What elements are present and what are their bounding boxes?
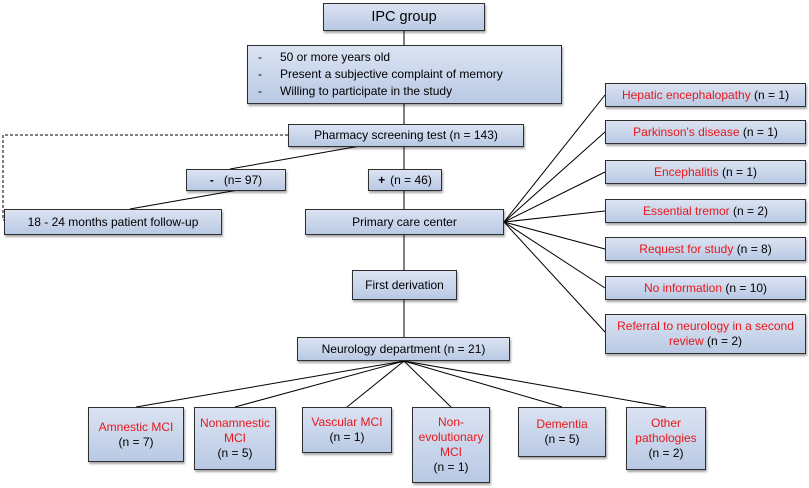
- primary-care-box: Primary care center: [305, 209, 504, 235]
- connector-primary-to-outcome-1: [503, 131, 606, 223]
- outcome-count: (n = 10): [725, 280, 768, 295]
- outcome-count: (n = 2): [733, 203, 769, 218]
- diagnosis-box-amnestic: Amnestic MCI (n = 7): [88, 407, 184, 462]
- outcome-count: (n = 1): [742, 124, 778, 139]
- connector-neurology-to-diag-0: [135, 360, 405, 408]
- diagnosis-count: (n = 1): [329, 430, 365, 444]
- diagnosis-count: (n = 2): [648, 446, 684, 460]
- pharmacy-screening-label: Pharmacy screening test (n = 143): [314, 128, 498, 142]
- outcome-count: (n = 2): [707, 334, 743, 348]
- connector-neurology-to-diag-2: [346, 360, 405, 408]
- connector-neurology-to-diag-5: [403, 360, 667, 408]
- connector-primary-to-outcome-3: [503, 210, 606, 223]
- outcome-box-parkinsons: Parkinson's disease (n = 1): [605, 120, 806, 144]
- outcome-name: Essential tremor: [642, 203, 730, 218]
- connector-primary-to-outcome-5: [503, 221, 606, 289]
- criteria-item: Present a subjective complaint of memory: [258, 66, 503, 83]
- diagnosis-box-vascular: Vascular MCI (n = 1): [302, 407, 392, 453]
- diagnosis-box-non-evolutionary: Non-evolutionary MCI (n = 1): [412, 407, 490, 483]
- outcome-count: (n = 1): [754, 87, 790, 102]
- outcome-count: (n = 1): [722, 164, 758, 179]
- first-derivation-label: First derivation: [365, 277, 444, 292]
- outcome-box-request-study: Request for study (n = 8): [605, 237, 806, 261]
- diagnosis-name: Non-evolutionary MCI: [418, 415, 484, 459]
- diagnosis-count: (n = 5): [544, 432, 580, 446]
- negative-result-box: - (n= 97): [186, 169, 286, 191]
- criteria-item: 50 or more years old: [258, 49, 503, 66]
- positive-count: (n = 46): [390, 172, 432, 187]
- connector-dashed-screening-to-followup: [2, 134, 288, 221]
- outcome-box-encephalitis: Encephalitis (n = 1): [605, 160, 806, 184]
- connector-primary-to-outcome-4: [503, 221, 606, 250]
- negative-count: (n= 97): [223, 172, 263, 187]
- positive-sign: +: [378, 172, 386, 187]
- connector-neurology-to-diag-1: [234, 360, 405, 408]
- positive-result-box: + (n = 46): [368, 169, 442, 191]
- diagnosis-count: (n = 5): [217, 446, 253, 460]
- outcome-name: Referral to neurology in a second review: [617, 319, 794, 348]
- connector-primary-to-outcome-0: [503, 94, 606, 223]
- first-derivation-box: First derivation: [352, 270, 457, 300]
- connector-primary-to-outcome-6: [503, 221, 606, 333]
- outcome-box-no-information: No information (n = 10): [605, 276, 806, 300]
- neurology-department-box: Neurology department (n = 21): [297, 337, 510, 361]
- outcome-name: No information: [643, 280, 722, 295]
- diagnosis-name: Dementia: [536, 417, 588, 431]
- ipc-group-box: IPC group: [323, 3, 485, 31]
- diagnosis-name: Nonamnestic MCI: [199, 416, 271, 445]
- diagnosis-count: (n = 1): [433, 460, 469, 474]
- diagnosis-box-other: Other pathologies (n = 2): [626, 407, 706, 470]
- outcome-count: (n = 8): [736, 241, 772, 256]
- outcome-name: Encephalitis: [653, 164, 719, 179]
- outcome-name: Hepatic encephalopathy: [621, 87, 751, 102]
- outcome-box-hepatic: Hepatic encephalopathy (n = 1): [605, 83, 806, 107]
- neurology-department-label: Neurology department (n = 21): [321, 341, 486, 356]
- connector-neurology-to-diag-3: [403, 360, 452, 408]
- connector-negative-to-followup: [129, 189, 239, 210]
- diagnosis-box-nonamnestic: Nonamnestic MCI (n = 5): [194, 407, 276, 470]
- ipc-group-label: IPC group: [371, 8, 437, 25]
- diagnosis-name: Other pathologies: [635, 416, 697, 445]
- outcome-box-referral: Referral to neurology in a second review…: [605, 314, 806, 354]
- pharmacy-screening-box: Pharmacy screening test (n = 143): [288, 124, 524, 147]
- outcome-name: Request for study: [639, 241, 734, 256]
- inclusion-criteria-list: 50 or more years old Present a subjectiv…: [258, 49, 503, 100]
- diagnosis-name: Vascular MCI: [311, 415, 383, 429]
- diagnosis-name: Amnestic MCI: [98, 419, 174, 434]
- follow-up-label: 18 - 24 months patient follow-up: [27, 214, 199, 229]
- primary-care-label: Primary care center: [352, 214, 457, 229]
- connector-screening-to-negative: [229, 145, 361, 170]
- connector-neurology-to-diag-4: [403, 360, 563, 408]
- diagnosis-count: (n = 7): [118, 434, 154, 449]
- inclusion-criteria-box: 50 or more years old Present a subjectiv…: [247, 45, 562, 104]
- connector-primary-to-outcome-2: [503, 171, 606, 223]
- diagnosis-box-dementia: Dementia (n = 5): [518, 407, 606, 457]
- negative-sign: -: [209, 172, 214, 187]
- outcome-box-essential-tremor: Essential tremor (n = 2): [605, 199, 806, 223]
- follow-up-box: 18 - 24 months patient follow-up: [4, 209, 222, 235]
- criteria-item: Willing to participate in the study: [258, 83, 503, 100]
- outcome-name: Parkinson's disease: [633, 124, 740, 139]
